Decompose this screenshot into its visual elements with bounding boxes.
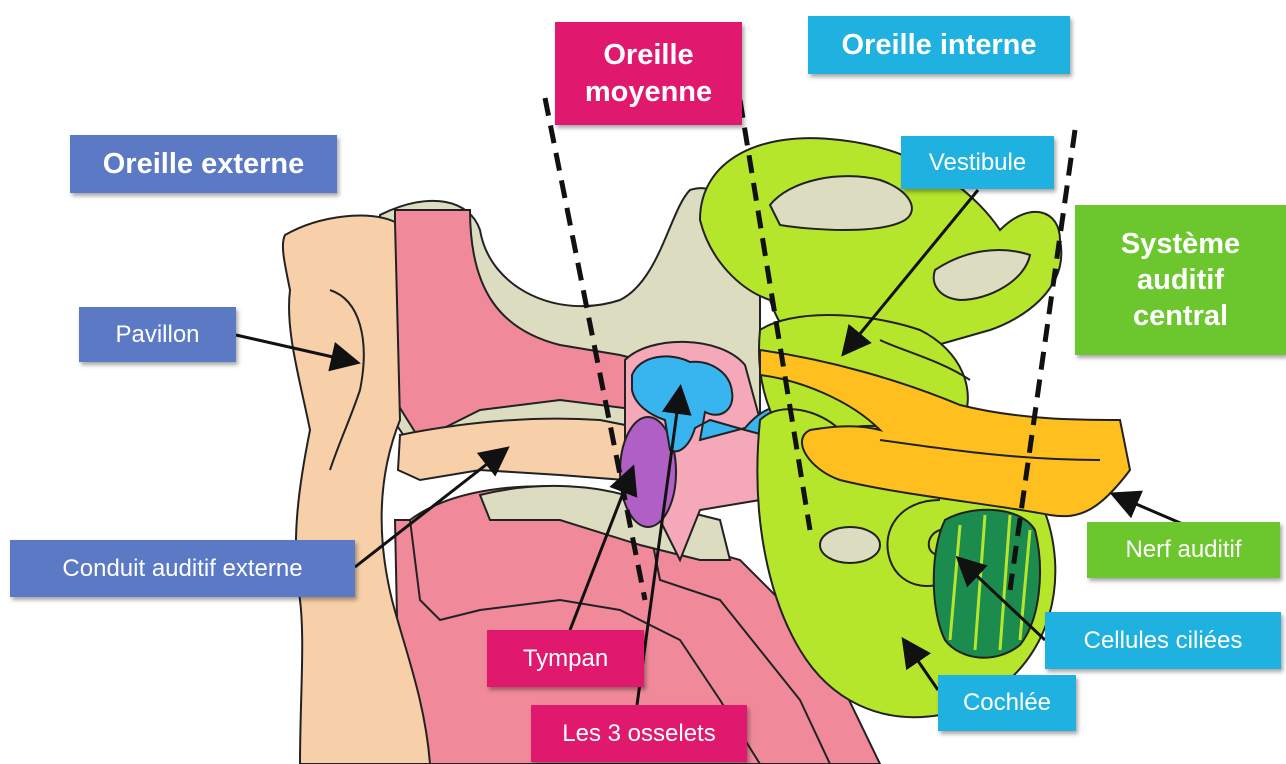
cellules-text: Cellules ciliées xyxy=(1084,627,1243,655)
central-system-label: Système auditif central xyxy=(1075,205,1286,355)
central-text-2: auditif xyxy=(1137,262,1224,298)
nerf-text: Nerf auditif xyxy=(1125,536,1241,564)
middle-ear-label: Oreille moyenne xyxy=(555,22,742,125)
inner-ear-text: Oreille interne xyxy=(841,27,1036,63)
conduit-text: Conduit auditif externe xyxy=(62,555,302,583)
outer-ear-text: Oreille externe xyxy=(103,146,305,182)
tympan-label: Tympan xyxy=(487,630,644,687)
nerf-label: Nerf auditif xyxy=(1087,522,1280,578)
osselets-text: Les 3 osselets xyxy=(562,720,715,748)
cochlee-label: Cochlée xyxy=(938,675,1076,731)
conduit-label: Conduit auditif externe xyxy=(10,540,355,597)
middle-ear-text-2: moyenne xyxy=(585,74,712,110)
pavillon-label: Pavillon xyxy=(79,307,236,362)
pavillon-text: Pavillon xyxy=(115,321,199,349)
middle-ear-text-1: Oreille xyxy=(603,37,693,73)
central-text-1: Système xyxy=(1121,226,1240,262)
outer-ear-label: Oreille externe xyxy=(70,135,337,193)
cellules-label: Cellules ciliées xyxy=(1045,612,1281,669)
central-text-3: central xyxy=(1133,298,1228,334)
osselets-label: Les 3 osselets xyxy=(531,705,747,762)
cochlea-window xyxy=(820,527,880,563)
cochlee-text: Cochlée xyxy=(963,689,1051,717)
vestibule-label: Vestibule xyxy=(901,136,1054,189)
vestibule-text: Vestibule xyxy=(929,149,1026,177)
tympan-text: Tympan xyxy=(523,645,608,673)
arrow-nerf xyxy=(1115,495,1185,525)
inner-ear-label: Oreille interne xyxy=(808,16,1070,74)
